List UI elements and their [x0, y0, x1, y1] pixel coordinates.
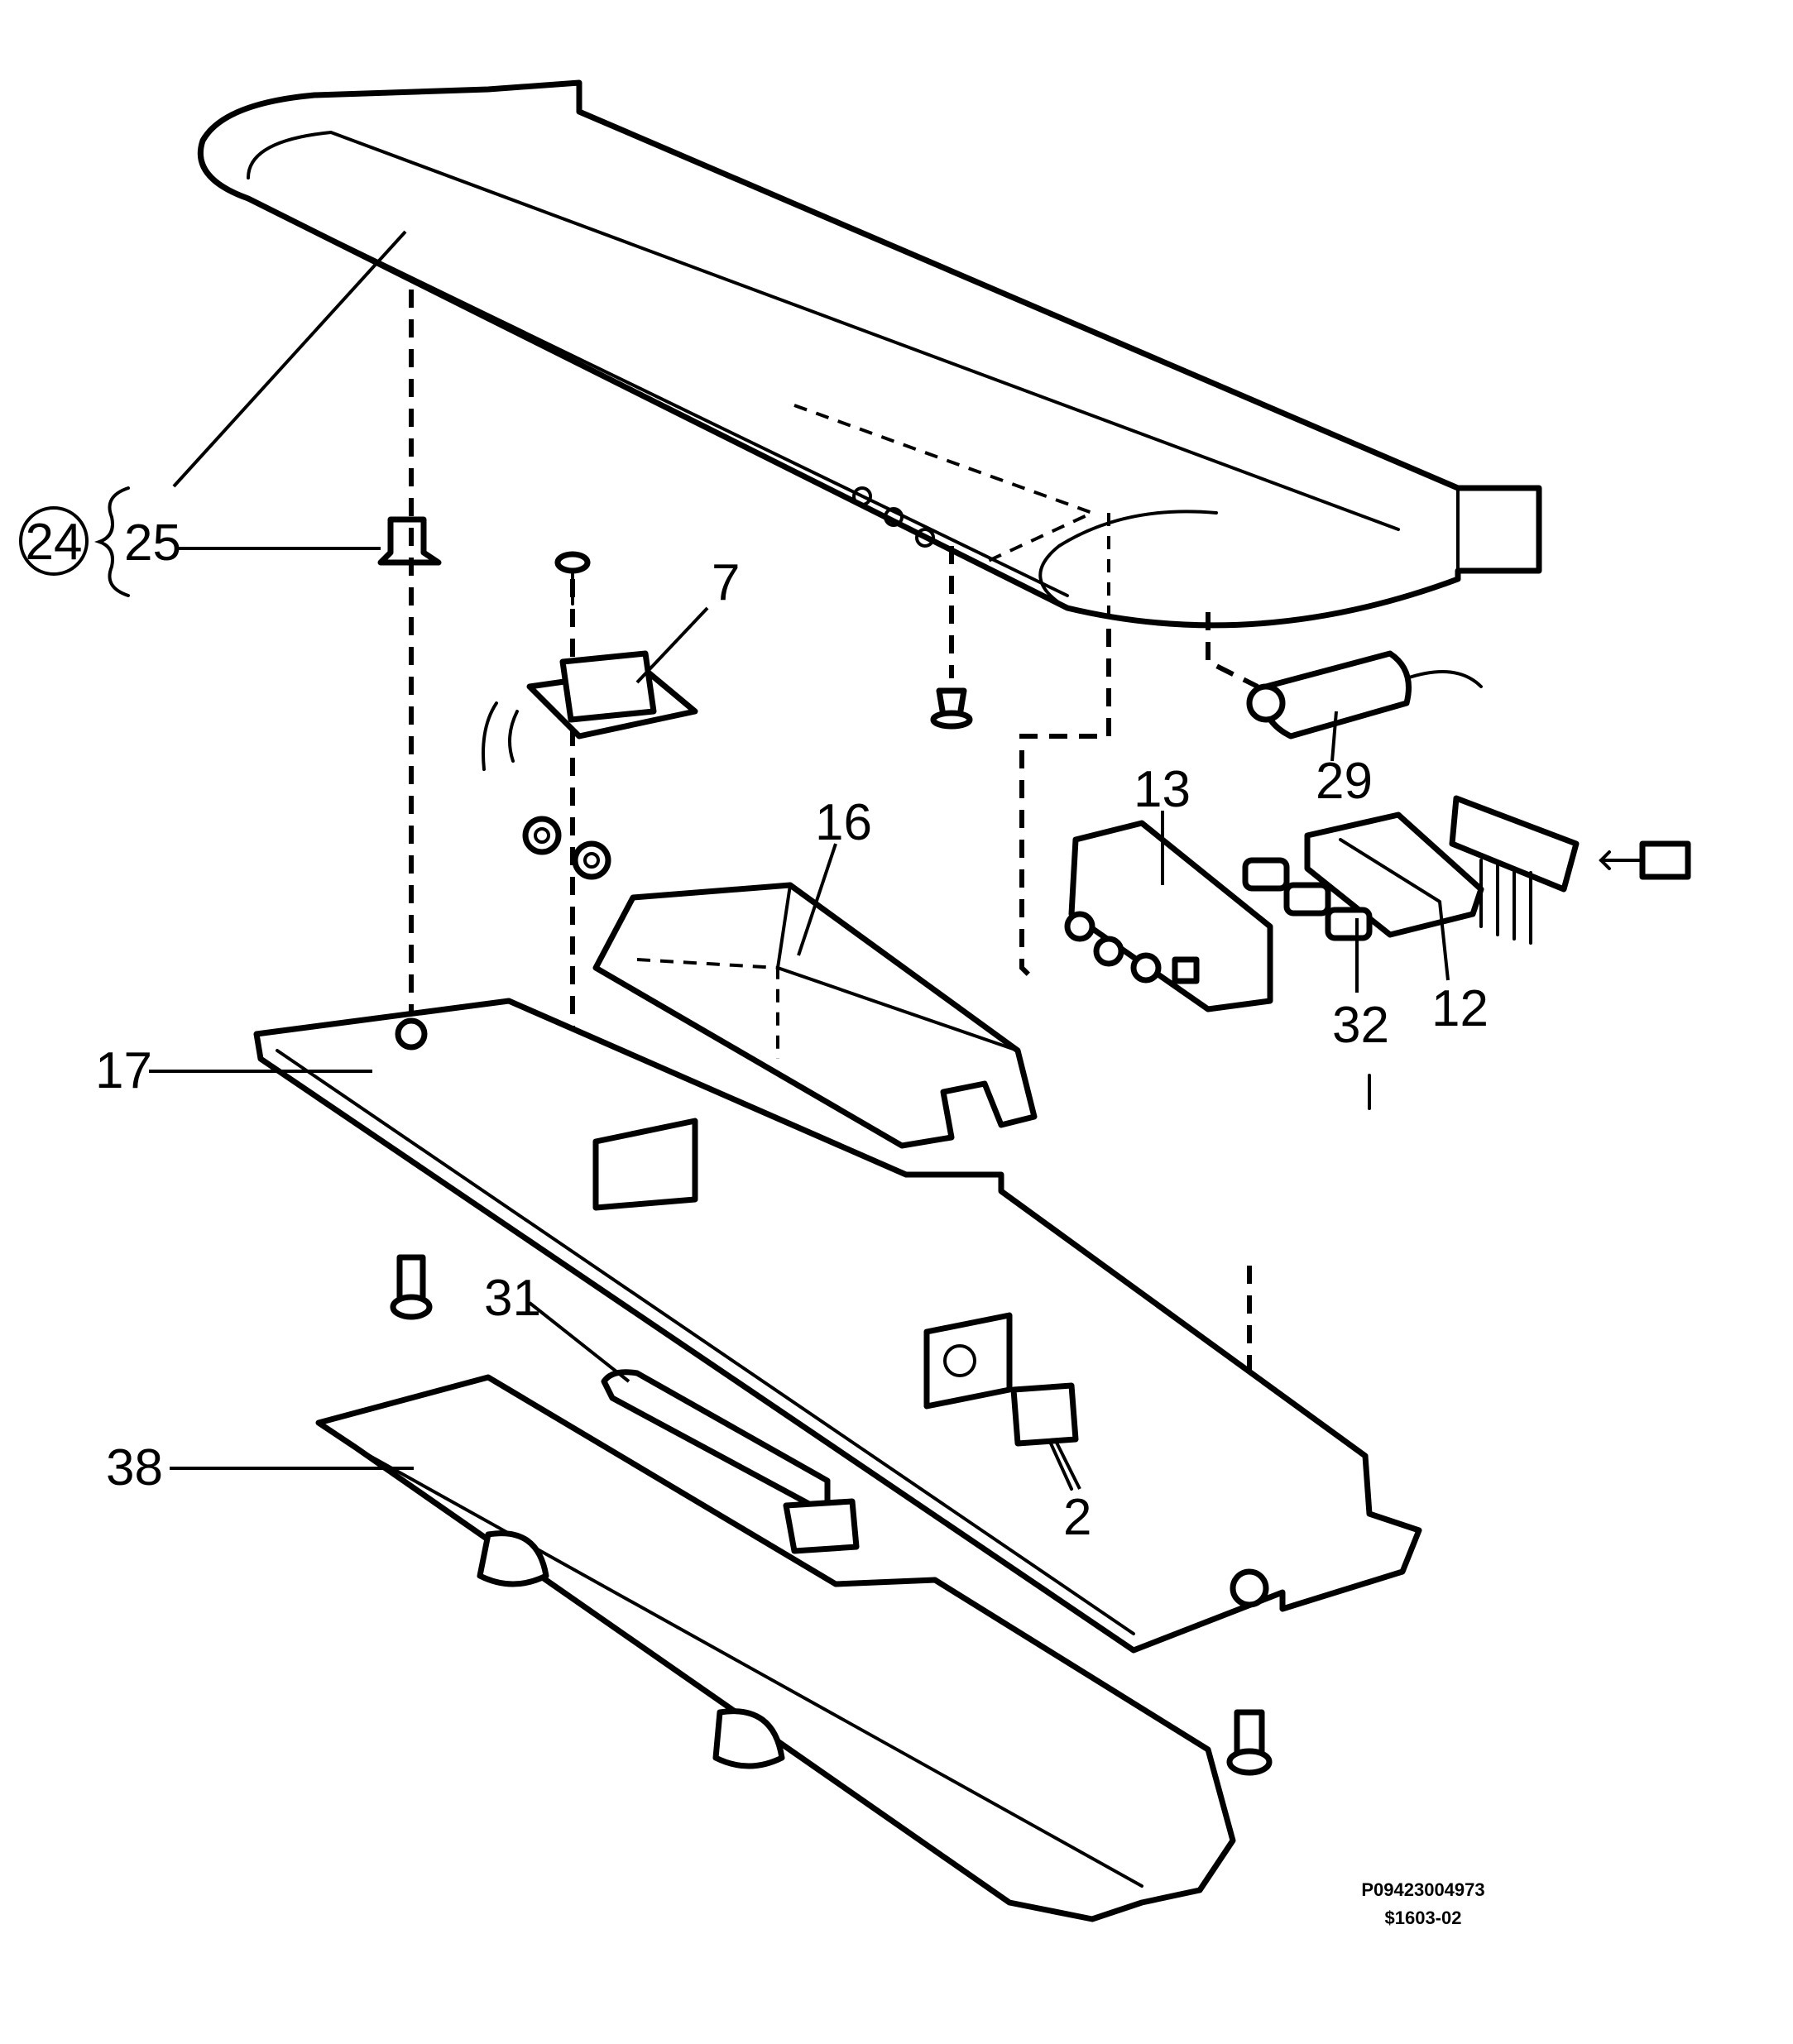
screw-left-bottom [390, 1254, 433, 1320]
callout-2: 2 [1063, 1489, 1091, 1546]
callout-17: 17 [95, 1042, 152, 1099]
switch-part-12 [1304, 811, 1484, 938]
callout-7: 7 [712, 554, 740, 611]
callout-29: 29 [1316, 753, 1373, 810]
connector-plug [1599, 840, 1691, 880]
wiring-route-29 [1206, 612, 1259, 689]
base-plate-part-17 [253, 998, 1422, 1654]
callout-12: 12 [1431, 980, 1489, 1037]
cover-part-16 [592, 882, 1038, 1149]
callout-circle-24 [19, 506, 89, 576]
connector-block [1449, 795, 1580, 945]
callout-brace [93, 486, 130, 597]
nut-and-washer [522, 816, 611, 880]
motor-part-29 [1246, 650, 1483, 740]
screw-right-bottom [1226, 1709, 1273, 1776]
control-block-part-13 [1064, 820, 1273, 1012]
screw-hood [930, 687, 973, 730]
push-buttons-part-32 [1242, 857, 1373, 941]
callout-31: 31 [484, 1270, 541, 1327]
leader-lines [149, 230, 1450, 1490]
hood-housing [197, 79, 1542, 629]
callout-13: 13 [1134, 761, 1191, 818]
transformer-part-7 [482, 650, 698, 771]
callout-32: 32 [1332, 997, 1389, 1054]
lamp-part-31 [601, 1369, 860, 1554]
callout-25: 25 [124, 515, 181, 572]
callout-24: 24 [26, 514, 83, 571]
starter-part-2 [1010, 1382, 1079, 1491]
diffuser-part-38 [315, 1374, 1236, 1922]
drawing-number: P09423004973 [1361, 1879, 1484, 1900]
callout-16: 16 [815, 794, 872, 851]
screw-top-transformer [554, 551, 591, 606]
wiring-route-13 [1019, 629, 1111, 983]
callout-38: 38 [106, 1439, 163, 1496]
drawing-revision: $1603-02 [1385, 1908, 1462, 1928]
